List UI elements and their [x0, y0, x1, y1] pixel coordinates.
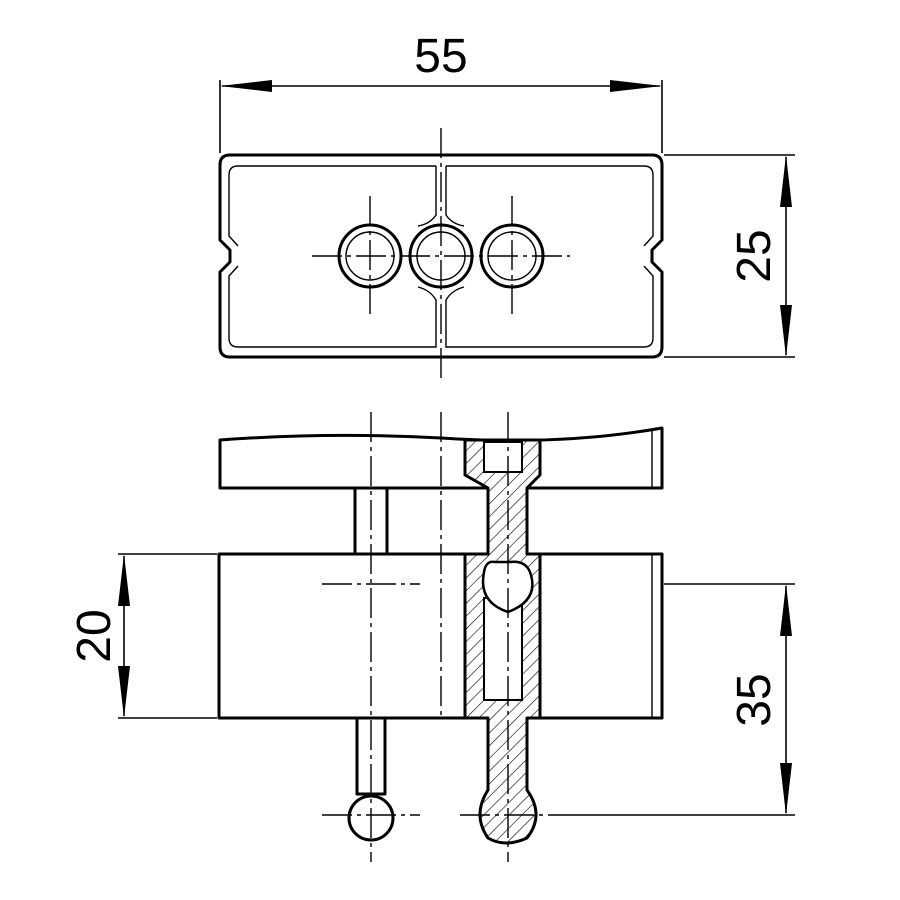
top-view-slot	[417, 166, 465, 227]
side-view	[217, 412, 664, 862]
top-view	[218, 128, 664, 382]
dimension-width-label: 55	[414, 30, 467, 83]
top-view-inner-right	[445, 165, 654, 348]
dimension-body-height: 20	[68, 553, 217, 719]
ball-socket	[481, 560, 534, 614]
screw-head-cavity	[483, 441, 523, 473]
dimension-pin-depth: 35	[555, 583, 795, 816]
screw-clearance	[483, 597, 523, 701]
dimension-height-top-label: 25	[728, 229, 781, 282]
dimension-height-top: 25	[664, 154, 795, 358]
dimension-body-height-label: 20	[68, 609, 121, 662]
top-view-inner-left	[228, 165, 437, 348]
dimension-pin-depth-label: 35	[728, 673, 781, 726]
dimension-width: 55	[219, 30, 663, 153]
